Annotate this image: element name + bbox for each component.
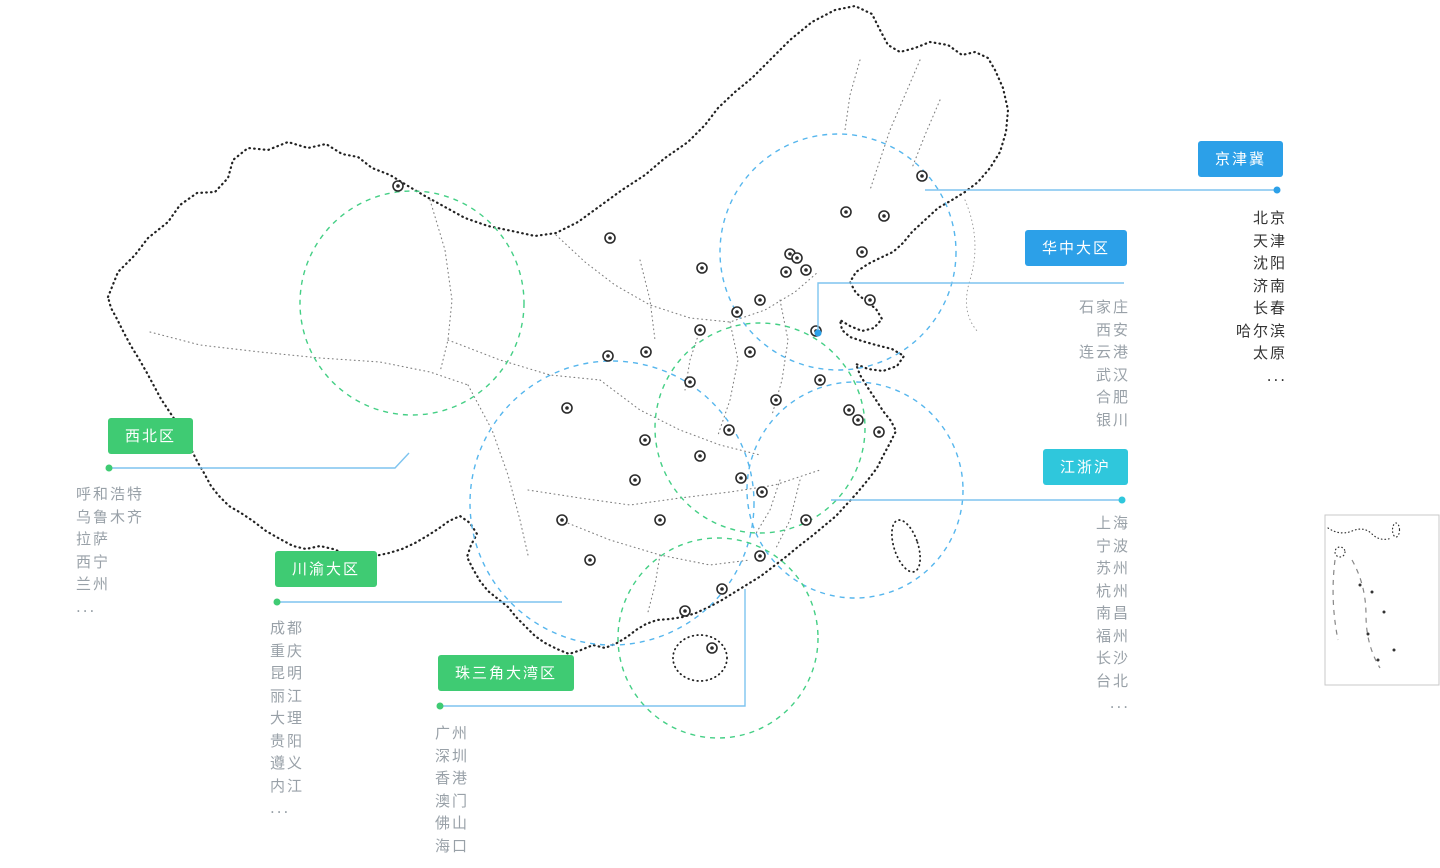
city-item: 济南 bbox=[1252, 276, 1287, 295]
city-list-jingjinji: 北京天津沈阳济南长春哈尔滨太原... bbox=[1236, 207, 1287, 387]
city-item: 拉萨 bbox=[76, 530, 111, 548]
city-item: 石家庄 bbox=[1078, 298, 1130, 316]
city-item: 深圳 bbox=[435, 746, 470, 765]
city-item: 重庆 bbox=[270, 641, 305, 660]
city-item: 武汉 bbox=[1095, 365, 1130, 384]
region-circles bbox=[299, 133, 964, 739]
region-circle-zhusanjiao bbox=[617, 537, 819, 739]
leader-dot-zhusanjiao bbox=[436, 702, 444, 710]
city-item: 海口 bbox=[435, 836, 470, 855]
leader-dot-jingjinji bbox=[1273, 186, 1281, 194]
city-item: 丽江 bbox=[270, 686, 305, 705]
city-item: 贵阳 bbox=[270, 731, 305, 750]
city-item: 香港 bbox=[435, 769, 470, 787]
city-item: 广州 bbox=[435, 724, 470, 742]
leader-line-zhusanjiao bbox=[440, 589, 746, 707]
city-item: 哈尔滨 bbox=[1235, 321, 1287, 340]
city-item: 呼和浩特 bbox=[76, 485, 145, 503]
city-list-jiangzhehu: 上海宁波苏州杭州南昌福州长沙台北... bbox=[1096, 512, 1130, 715]
city-item: 遵义 bbox=[270, 754, 305, 772]
city-item: 合肥 bbox=[1095, 388, 1130, 406]
city-item: 上海 bbox=[1095, 514, 1130, 532]
city-item: ... bbox=[1109, 694, 1130, 712]
city-item: ... bbox=[1266, 366, 1287, 385]
city-item: 北京 bbox=[1252, 209, 1287, 227]
city-list-zhusanjiao: 广州深圳香港澳门佛山海口... bbox=[435, 722, 469, 868]
region-circle-chuanyu bbox=[469, 360, 755, 646]
city-item: 南昌 bbox=[1095, 604, 1130, 622]
leader-dot-xibei bbox=[105, 464, 113, 472]
leader-dot-huazhong bbox=[814, 329, 822, 337]
leader-lines bbox=[109, 189, 1277, 707]
region-tag-chuanyu: 川渝大区 bbox=[275, 551, 378, 587]
city-list-chuanyu: 成都重庆昆明丽江大理贵阳遵义内江... bbox=[270, 617, 304, 820]
city-item: 福州 bbox=[1095, 626, 1130, 645]
adjacent-coastline bbox=[964, 199, 979, 333]
region-tag-zhusanjiao: 珠三角大湾区 bbox=[438, 655, 575, 691]
city-item: 西宁 bbox=[76, 552, 111, 571]
leader-dot-jiangzhehu bbox=[1118, 496, 1126, 504]
city-item: 澳门 bbox=[435, 791, 470, 810]
region-tag-huazhong: 华中大区 bbox=[1025, 230, 1128, 266]
city-item: 昆明 bbox=[270, 664, 305, 682]
region-circle-jingjinji bbox=[719, 133, 957, 371]
leader-line-xibei bbox=[109, 452, 410, 469]
city-item: 成都 bbox=[270, 619, 305, 637]
city-item: 兰州 bbox=[76, 575, 111, 593]
city-list-huazhong: 石家庄西安连云港武汉合肥银川 bbox=[1079, 296, 1130, 431]
city-item: ... bbox=[435, 859, 456, 868]
city-item: ... bbox=[76, 597, 97, 616]
city-item: 乌鲁木齐 bbox=[76, 507, 145, 526]
city-item: 沈阳 bbox=[1252, 254, 1287, 272]
region-circle-huazhong bbox=[654, 322, 866, 534]
city-list-xibei: 呼和浩特乌鲁木齐拉萨西宁兰州... bbox=[76, 483, 144, 618]
taiwan-island bbox=[890, 519, 922, 573]
city-item: 银川 bbox=[1095, 410, 1130, 429]
city-item: 杭州 bbox=[1095, 581, 1130, 600]
city-item: ... bbox=[270, 799, 291, 817]
city-item: 天津 bbox=[1252, 231, 1287, 250]
city-item: 西安 bbox=[1095, 320, 1130, 339]
leader-line-huazhong bbox=[817, 282, 1124, 333]
leader-dot-chuanyu bbox=[273, 598, 281, 606]
city-item: 大理 bbox=[270, 709, 305, 727]
region-tag-jiangzhehu: 江浙沪 bbox=[1043, 449, 1129, 485]
region-tag-xibei: 西北区 bbox=[108, 418, 194, 454]
china-outline bbox=[106, 4, 1010, 682]
south-china-sea-inset bbox=[1324, 514, 1440, 686]
city-item: 长春 bbox=[1252, 299, 1287, 317]
city-item: 太原 bbox=[1252, 344, 1287, 362]
hainan-island bbox=[672, 634, 728, 682]
city-markers bbox=[392, 170, 928, 654]
leader-dots bbox=[105, 186, 1281, 710]
region-circle-xibei bbox=[299, 190, 525, 416]
province-borders bbox=[149, 59, 941, 613]
city-item: 宁波 bbox=[1095, 536, 1130, 555]
city-item: 台北 bbox=[1095, 671, 1130, 690]
city-item: 苏州 bbox=[1095, 559, 1130, 577]
region-circle-jiangzhehu bbox=[746, 381, 964, 599]
city-item: 内江 bbox=[270, 776, 305, 795]
city-item: 佛山 bbox=[435, 814, 470, 832]
region-tag-jingjinji: 京津冀 bbox=[1198, 141, 1284, 177]
city-item: 长沙 bbox=[1095, 649, 1130, 667]
city-item: 连云港 bbox=[1078, 343, 1130, 361]
